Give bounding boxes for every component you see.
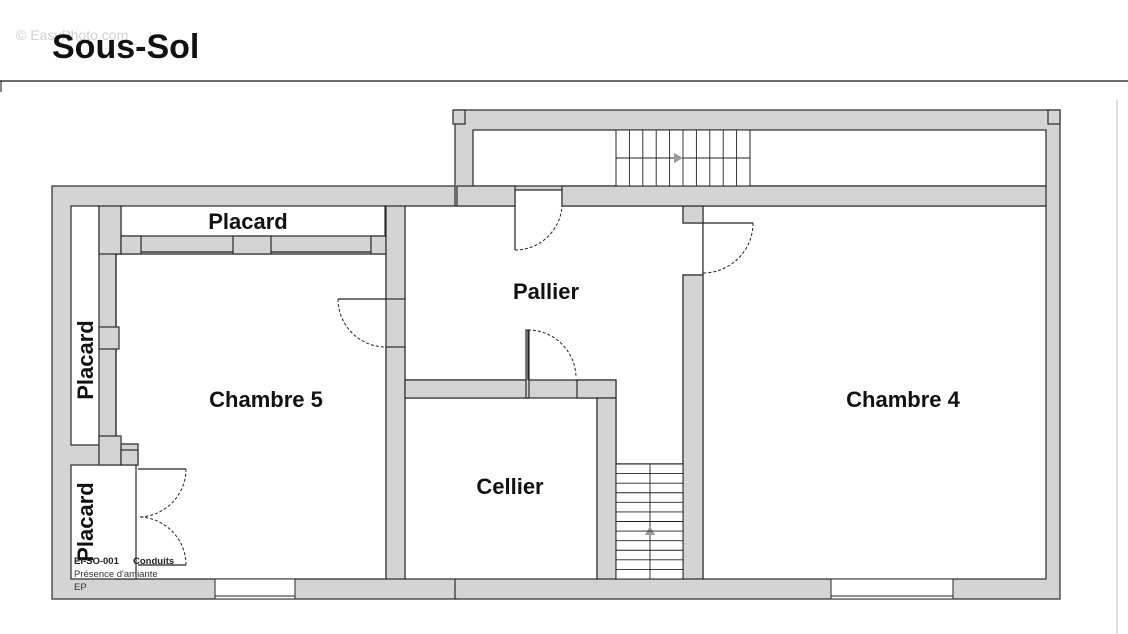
chambre5-floor: [115, 253, 387, 580]
label-placard-top: Placard: [208, 209, 288, 234]
label-chambre4: Chambre 4: [846, 387, 960, 412]
stairs-bottom: [615, 463, 684, 580]
wall-openings: [214, 578, 954, 600]
room-floors: [70, 129, 1047, 580]
placard-left-floor: [70, 205, 100, 446]
wall-details: [98, 185, 1047, 580]
annotation-line3: EP: [74, 582, 87, 593]
annotation-line2: Présence d'amiante: [74, 569, 158, 580]
annotation-code: EI-SO-001: [74, 556, 120, 567]
chambre4-floor: [702, 205, 1047, 580]
doors: [137, 205, 754, 566]
label-placard-bottom: Placard: [73, 482, 98, 562]
annotation-label: Conduits: [133, 556, 174, 567]
placard-top-floor: [120, 205, 386, 237]
plan-title: Sous-Sol: [52, 28, 199, 66]
watermark: © EasyPhoto.com: [16, 27, 128, 43]
label-pallier: Pallier: [513, 279, 579, 304]
label-chambre5: Chambre 5: [209, 387, 323, 412]
label-placard-left: Placard: [73, 320, 98, 400]
stairs-top: [615, 129, 751, 187]
label-cellier: Cellier: [476, 474, 544, 499]
top-corridor-floor: [472, 129, 1047, 187]
placard-partitions: [115, 251, 371, 436]
